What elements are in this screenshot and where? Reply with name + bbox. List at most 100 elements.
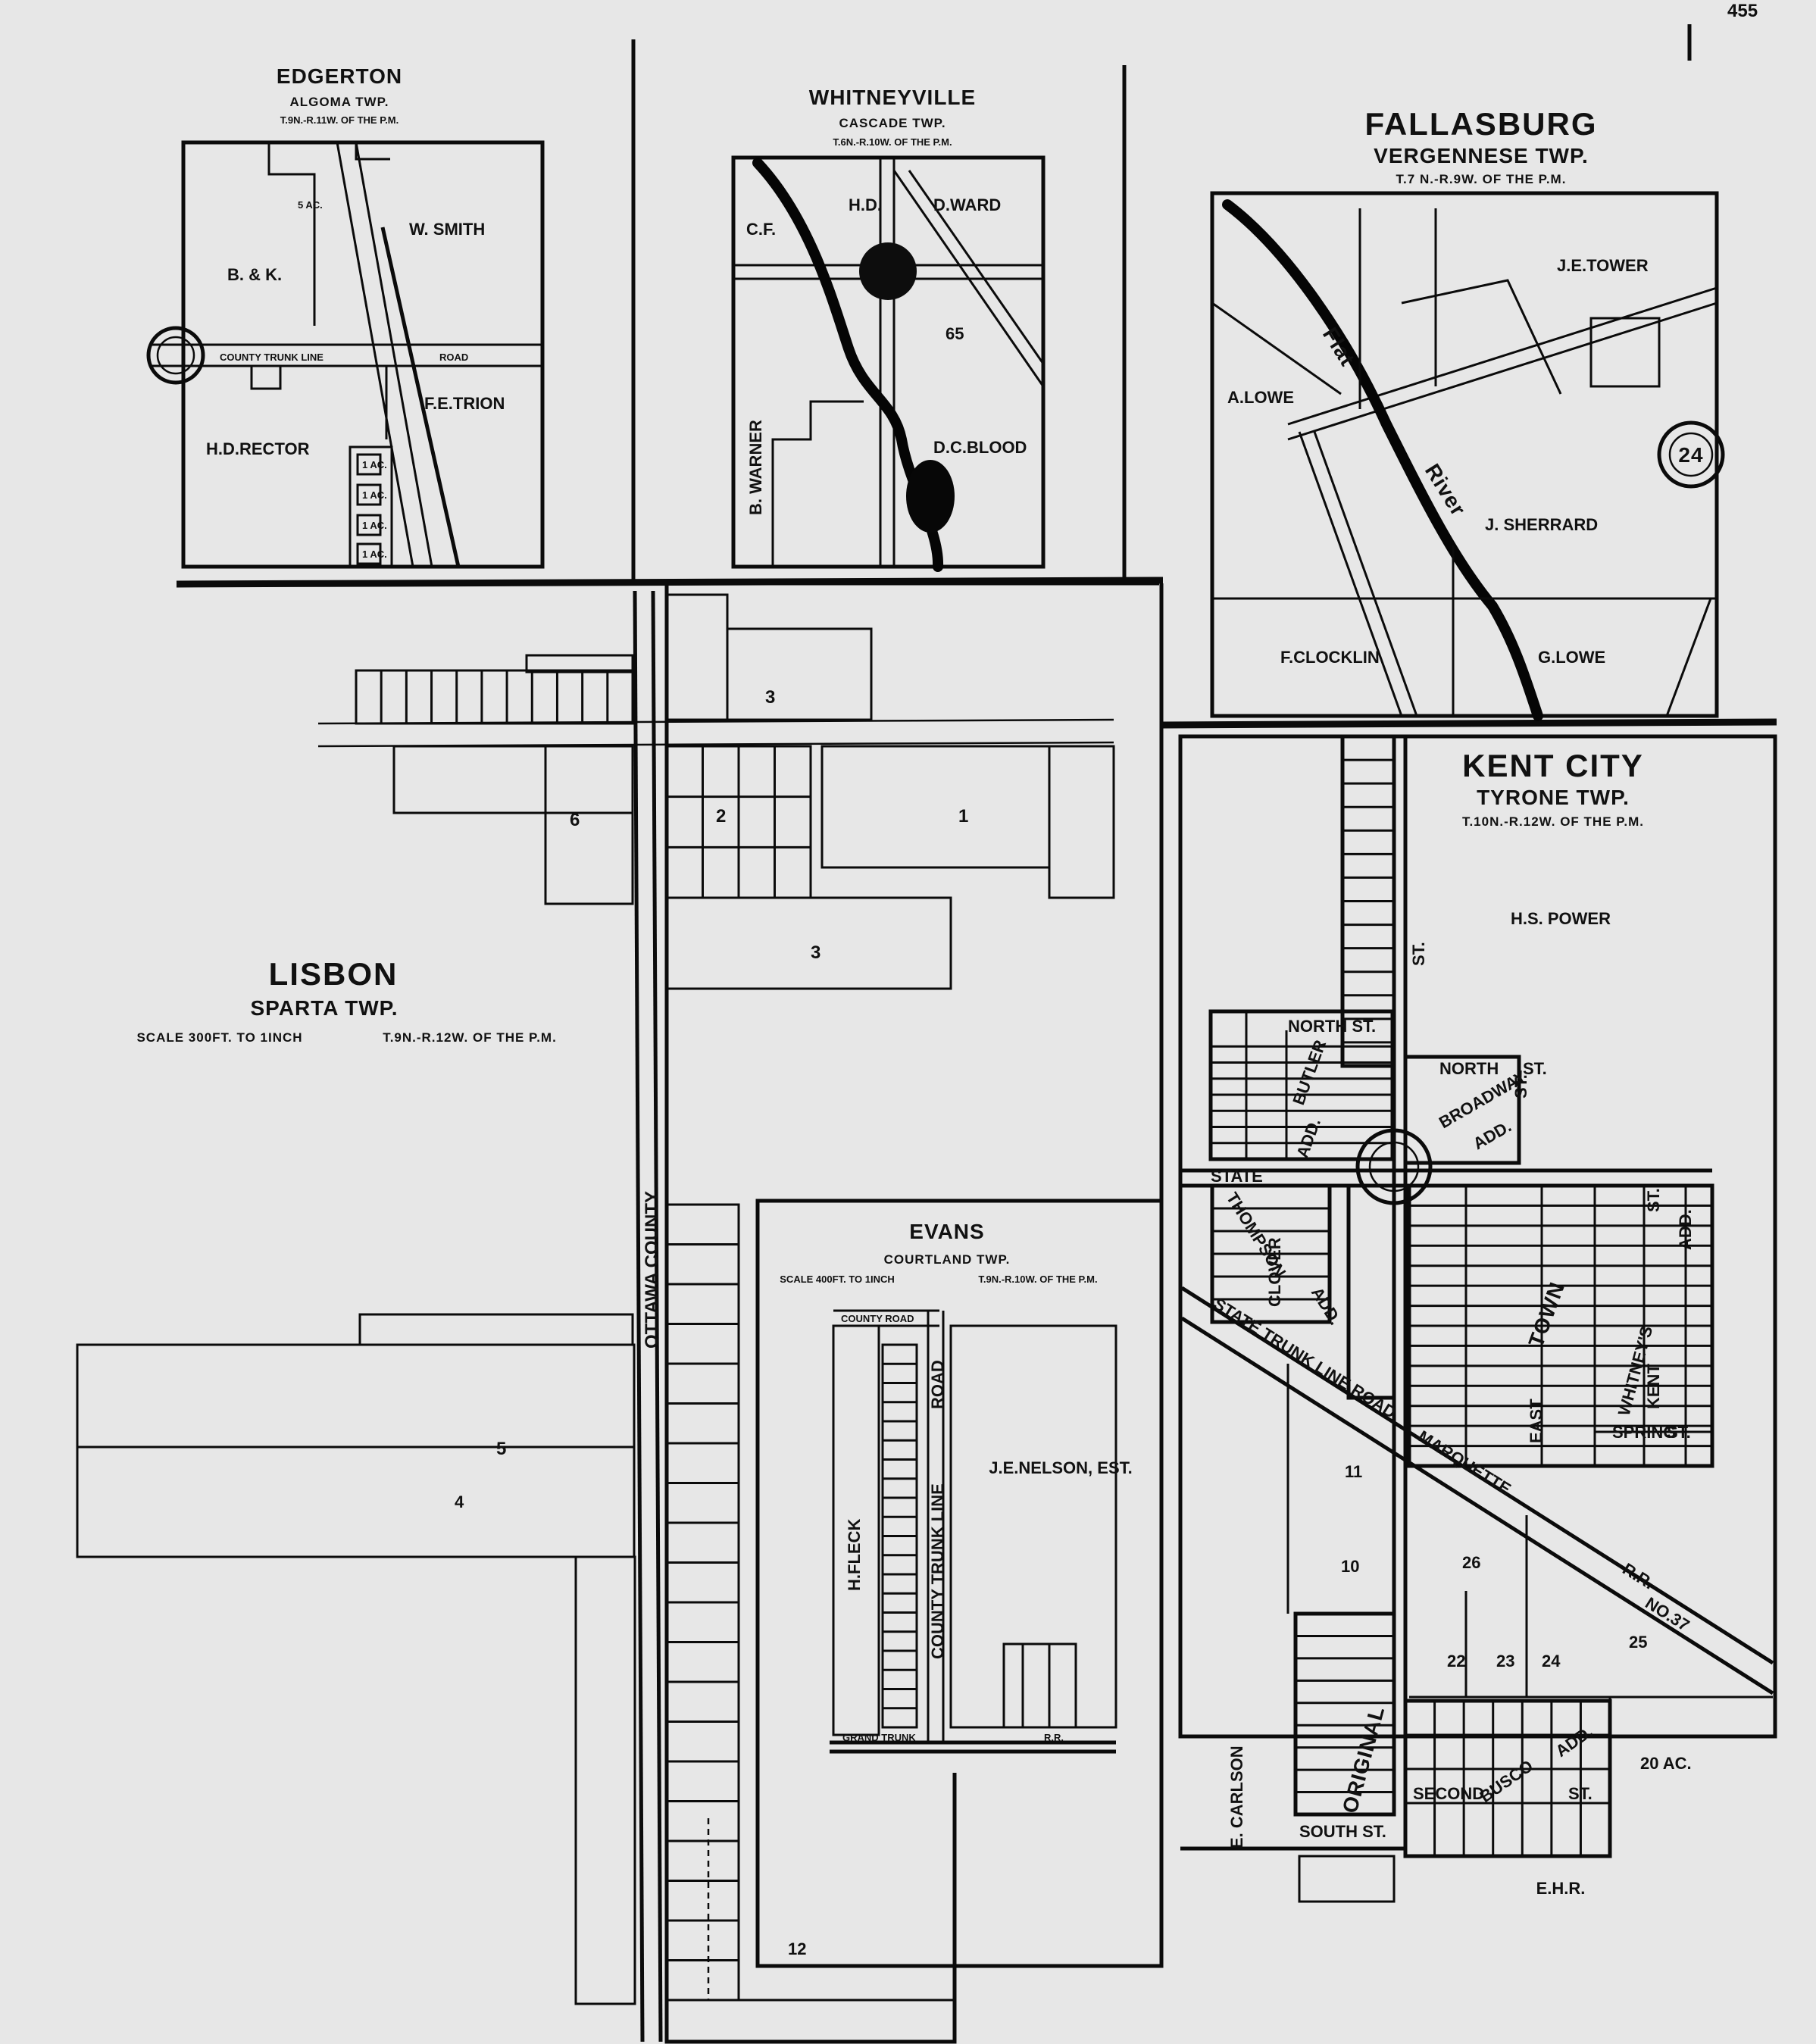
evans-township: COURTLAND TWP. — [884, 1252, 1011, 1267]
kent-whitneys-add-suffix: ADD. — [1676, 1209, 1695, 1250]
edgerton-lot-b: 1 AC. — [362, 489, 387, 501]
lisbon-block-6: 6 — [570, 810, 580, 830]
kent-north-lot-lines — [1342, 758, 1394, 1044]
kent-owner-ehr: E.H.R. — [1536, 1879, 1586, 1898]
evans-county-road: COUNTY ROAD — [841, 1313, 914, 1324]
whitneyville-owner-warner: B. WARNER — [746, 420, 765, 515]
lisbon-county-road: OTTAWA COUNTY — [642, 1191, 662, 1349]
edgerton-lot-5ac: 5 AC. — [298, 199, 323, 211]
kent-original-label: ORIGINAL — [1338, 1704, 1389, 1816]
kent-south-st: SOUTH ST. — [1299, 1822, 1386, 1841]
kent-north-label: NORTH — [1439, 1059, 1499, 1078]
kent-lot-26: 26 — [1462, 1553, 1480, 1572]
edgerton-owner-trion: F.E.TRION — [424, 394, 505, 413]
lisbon-block-5: 5 — [496, 1439, 506, 1459]
lisbon-parcel-4: 4 — [455, 1492, 464, 1511]
kent-second-st: SECOND — [1413, 1784, 1484, 1803]
kent-original-lot-lines — [1296, 1634, 1394, 1794]
whitneyville-owner-ward: D.WARD — [933, 195, 1001, 214]
fallasburg-plat: FALLASBURG VERGENNESE TWP. T.7 N.-R.9W. … — [1210, 106, 1725, 721]
lisbon-block-3: 3 — [811, 942, 820, 963]
kent-broadway-st: ST. — [1511, 1074, 1530, 1099]
sheet-frame — [176, 24, 1777, 1745]
kent-butler-lot-lines — [1211, 1045, 1392, 1145]
fallasburg-owner-clocklin: F.CLOCKLIN — [1280, 648, 1380, 667]
kent-lot-10: 10 — [1341, 1557, 1359, 1576]
kent-city-title: KENT CITY — [1462, 748, 1644, 783]
whitneyville-owner-hd: H.D. — [849, 195, 882, 214]
evans-lot-lines — [883, 1362, 917, 1710]
kent-kent-st-suffix: ST. — [1644, 1188, 1663, 1212]
kent-north-st-suffix: ST. — [1523, 1059, 1547, 1078]
kent-state-st: STATE — [1211, 1167, 1263, 1186]
kent-town-label: TOWN — [1524, 1279, 1570, 1350]
kent-owner-power: H.S. POWER — [1511, 909, 1611, 928]
fallasburg-owner-glowe: G.LOWE — [1538, 648, 1605, 667]
evans-railroad-rr: R.R. — [1044, 1732, 1064, 1743]
edgerton-survey: T.9N.-R.11W. OF THE P.M. — [280, 114, 399, 126]
page-number: 455 — [1727, 1, 1758, 21]
lisbon-township: SPARTA TWP. — [250, 996, 398, 1020]
kent-lot-20ac: 20 AC. — [1640, 1754, 1692, 1773]
lisbon-nw-lot-lines — [380, 670, 609, 724]
edgerton-township: ALGOMA TWP. — [290, 95, 389, 109]
evans-survey: T.9N.-R.10W. OF THE P.M. — [978, 1274, 1097, 1285]
edgerton-road-label: COUNTY TRUNK LINE — [220, 352, 324, 363]
edgerton-lot-c: 1 AC. — [362, 520, 387, 531]
kent-north-st: NORTH ST. — [1288, 1017, 1376, 1036]
lisbon-block-1: 1 — [958, 806, 968, 827]
lisbon-block-lot-lines — [667, 746, 811, 898]
lisbon-scale: SCALE 300FT. TO 1INCH — [136, 1030, 302, 1045]
fallasburg-township: VERGENNESE TWP. — [1374, 144, 1589, 167]
kent-butler-add-suffix: ADD. — [1292, 1116, 1324, 1161]
fallasburg-owner-sherrard: J. SHERRARD — [1485, 515, 1598, 534]
kent-east-label: EAST — [1527, 1399, 1546, 1443]
whitneyville-owner-cf: C.F. — [746, 220, 776, 239]
kent-kent-st: KENT — [1644, 1364, 1663, 1409]
kent-butler-add: BUTLER — [1289, 1037, 1330, 1107]
kent-city-survey: T.10N.-R.12W. OF THE P.M. — [1462, 814, 1644, 829]
whitneyville-township: CASCADE TWP. — [839, 116, 946, 130]
kent-city-plat: KENT CITY TYRONE TWP. T.10N.-R.12W. OF T… — [1178, 734, 1777, 1903]
edgerton-lot-a: 1 AC. — [362, 459, 387, 470]
kent-lot-22: 22 — [1447, 1652, 1465, 1671]
fallasburg-title: FALLASBURG — [1365, 106, 1598, 142]
lisbon-survey: T.9N.-R.12W. OF THE P.M. — [383, 1030, 557, 1045]
kent-lot-24: 24 — [1542, 1652, 1561, 1671]
lisbon-lot-12: 12 — [788, 1939, 806, 1958]
whitneyville-acreage: 65 — [946, 324, 964, 343]
kent-second-st-suffix: ST. — [1568, 1784, 1593, 1803]
evans-road-label: ROAD — [928, 1360, 947, 1409]
edgerton-plat: EDGERTON ALGOMA TWP. T.9N.-R.11W. OF THE… — [146, 64, 545, 569]
edgerton-owner-bk: B. & K. — [227, 265, 282, 284]
kent-clover-lot-lines — [1212, 1207, 1330, 1301]
kent-clover-label: CLOVER — [1265, 1237, 1284, 1307]
evans-owner-fleck: H.FLECK — [845, 1519, 864, 1591]
evans-trunk-line: COUNTY TRUNK LINE — [928, 1483, 947, 1659]
kent-spring-st: SPRING — [1612, 1423, 1676, 1442]
kent-lot-25: 25 — [1629, 1633, 1647, 1652]
kent-owner-carlson: E. CARLSON — [1227, 1746, 1246, 1849]
whitneyville-title: WHITNEYVILLE — [809, 86, 976, 109]
kent-busco-lot-lines — [1405, 1701, 1610, 1856]
kent-state-trunk-road: STATE TRUNK LINE ROAD — [1210, 1294, 1399, 1422]
lisbon-block-2: 2 — [716, 806, 726, 827]
kent-marquette-rr: MARQUETTE — [1414, 1427, 1514, 1499]
edgerton-road-label-2: ROAD — [439, 352, 468, 363]
kent-lot-11: 11 — [1345, 1462, 1362, 1481]
lisbon-plat: LISBON SPARTA TWP. SCALE 300FT. TO 1INCH… — [76, 581, 1159, 2044]
edgerton-owner-smith: W. SMITH — [409, 220, 485, 239]
fallasburg-survey: T.7 N.-R.9W. OF THE P.M. — [1396, 172, 1567, 186]
kent-city-township: TYRONE TWP. — [1477, 786, 1630, 809]
lisbon-east-lot-lines — [667, 1243, 739, 1961]
whitneyville-plat: WHITNEYVILLE CASCADE TWP. T.6N.-R.10W. O… — [731, 86, 1046, 572]
edgerton-lot-d: 1 AC. — [362, 549, 387, 560]
evans-plat: EVANS COURTLAND TWP. SCALE 400FT. TO 1IN… — [755, 1199, 1164, 1968]
kent-busco-label: BUSCO — [1477, 1756, 1536, 1806]
lisbon-title: LISBON — [269, 956, 399, 992]
kent-spring-st-suffix: ST. — [1667, 1423, 1691, 1442]
kent-lot-23: 23 — [1496, 1652, 1514, 1671]
evans-owner-nelson: J.E.NELSON, EST. — [989, 1458, 1133, 1477]
